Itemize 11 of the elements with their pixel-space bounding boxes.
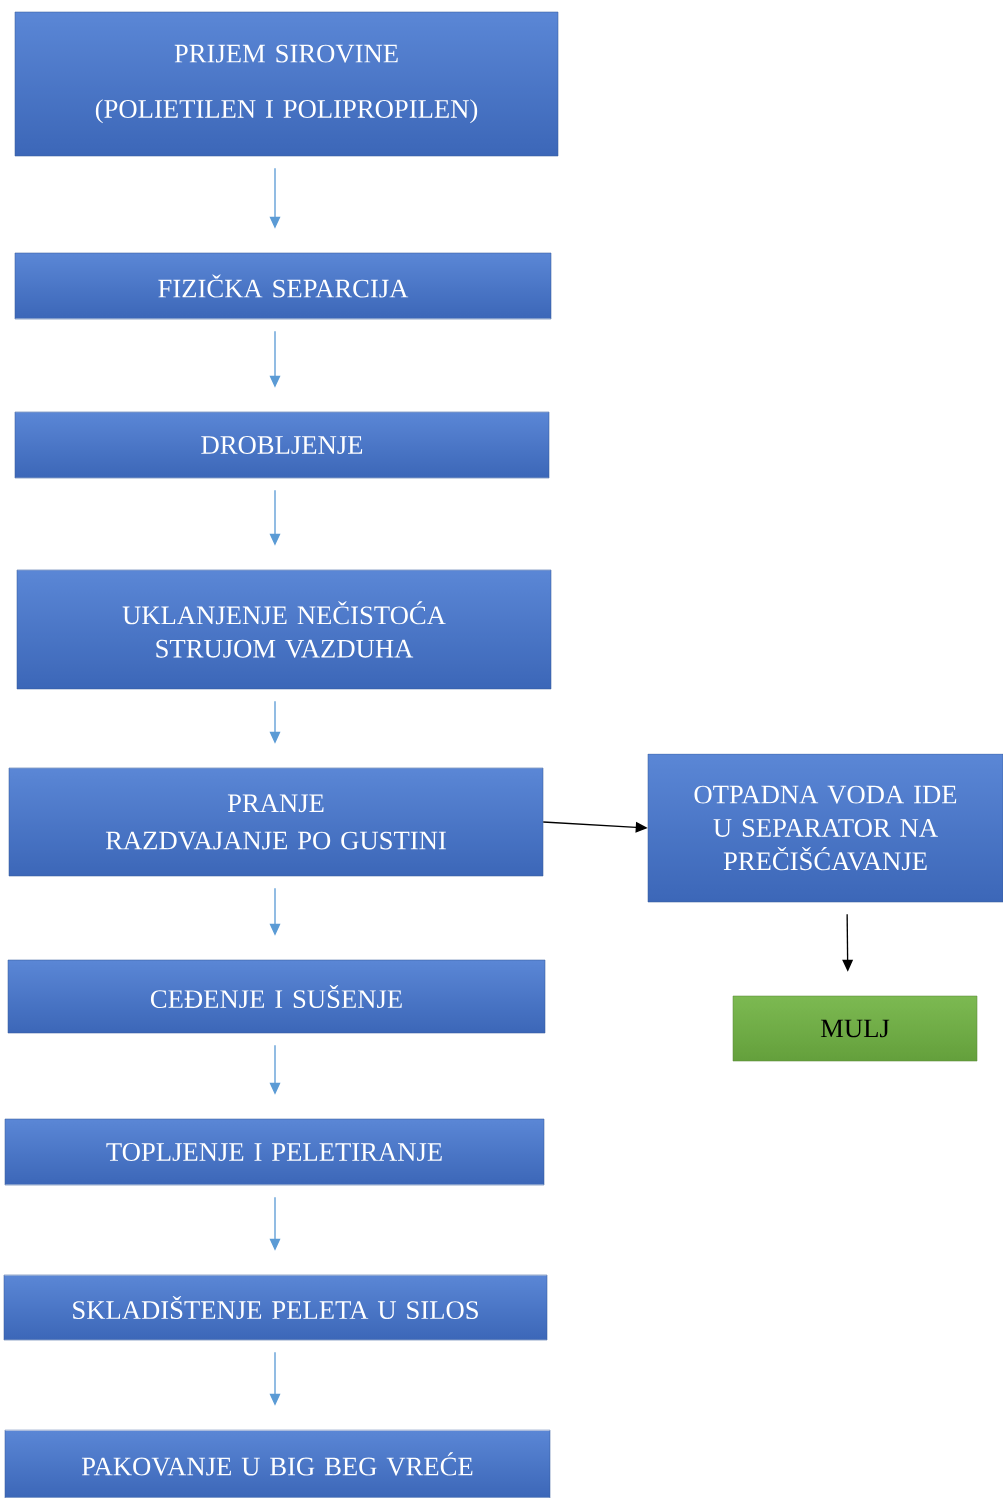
process-box: SKLADIŠTENJE PELETA U SILOS [3,1274,548,1341]
process-box: TOPLJENJE I PELETIRANJE [4,1118,545,1186]
process-box: OTPADNA VODA IDE U SEPARATOR NA PREČIŠĆAVANJE [647,753,1003,903]
process-box: UKLANJENJE NEČISTOĆA STRUJOM VAZDUHA [16,569,552,690]
process-box: FIZIČKA SEPARCIJA [14,252,552,320]
process-box: PAKOVANJE U BIG BEG VREĆE [4,1429,551,1498]
process-box: CEĐENJE I SUŠENJE [7,959,546,1034]
process-box: PRIJEM SIROVINE (POLIETILEN I POLIPROPILEN) [14,11,559,157]
process-box: MULJ [732,995,978,1062]
process-box: PRANJE RAZDVAJANJE PO GUSTINI [8,767,544,877]
process-box: DROBLJENJE [14,411,550,479]
